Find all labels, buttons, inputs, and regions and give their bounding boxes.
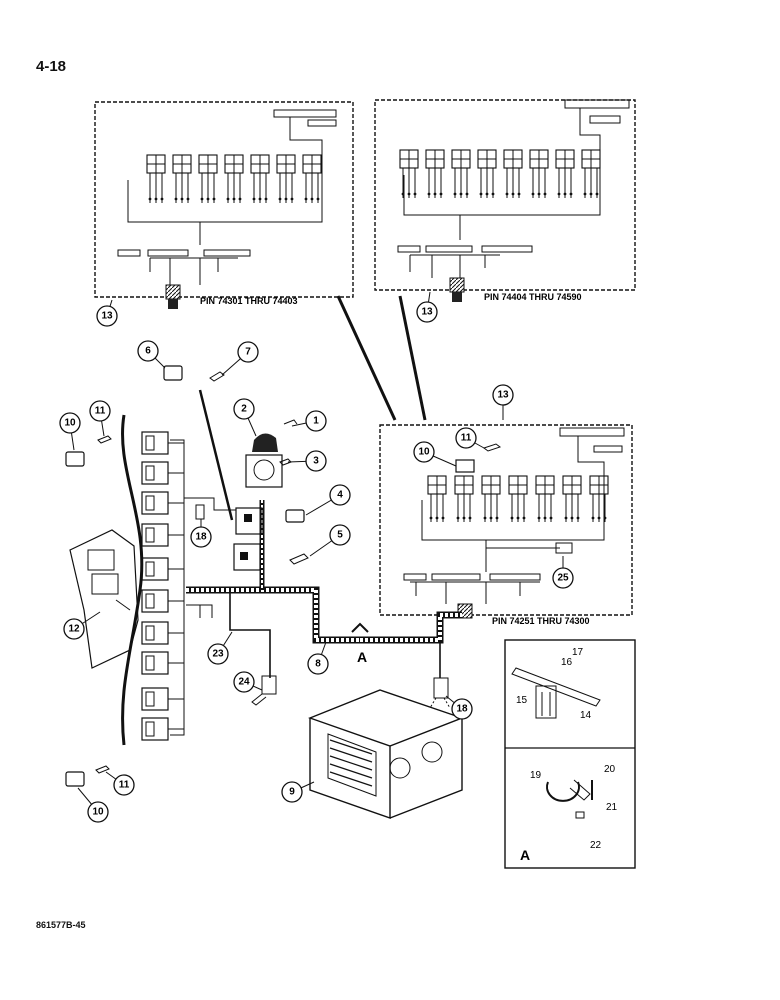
svg-text:10: 10	[92, 807, 104, 818]
svg-text:6: 6	[145, 346, 151, 357]
svg-text:3: 3	[313, 456, 319, 467]
callout-25: 25	[552, 556, 574, 589]
detail-box-letter: A	[520, 847, 530, 863]
callout-18: 18	[445, 695, 473, 720]
svg-text:11: 11	[461, 433, 472, 444]
inset-top-left-pin: PIN 74301 THRU 74403	[200, 296, 298, 306]
callout-10: 10	[59, 412, 81, 451]
callout-13: 13	[492, 384, 514, 420]
inset-right-pin: PIN 74251 THRU 74300	[492, 616, 590, 626]
switch-panel	[69, 414, 185, 746]
page-number: 4-18	[36, 58, 67, 75]
callout-5: 5	[309, 524, 351, 557]
clamp-detail-letter: A	[357, 649, 367, 665]
svg-text:2: 2	[241, 404, 247, 415]
callout-23: 23	[207, 631, 233, 665]
reference-number-14: 14	[580, 710, 592, 721]
callout-11: 11	[89, 400, 111, 437]
svg-text:23: 23	[212, 649, 224, 660]
inset-top-right: PIN 74404 THRU 74590	[374, 99, 636, 302]
svg-text:13: 13	[421, 307, 433, 318]
reference-number-22: 22	[590, 840, 602, 851]
reference-number-21: 21	[606, 802, 618, 813]
reference-number-20: 20	[604, 764, 616, 775]
callout-2: 2	[233, 398, 257, 437]
svg-text:24: 24	[238, 677, 250, 688]
reference-number-16: 16	[561, 657, 573, 668]
callout-8: 8	[307, 641, 329, 675]
callout-4: 4	[305, 484, 351, 516]
svg-text:13: 13	[101, 311, 113, 322]
callout-7: 7	[221, 341, 259, 376]
callout-18: 18	[190, 519, 212, 548]
callout-11: 11	[105, 771, 135, 796]
reference-number-19: 19	[530, 770, 542, 781]
svg-text:18: 18	[456, 704, 468, 715]
callout-6: 6	[137, 340, 166, 369]
document-code: 861577B-45	[36, 920, 86, 930]
heater-unit	[308, 689, 465, 819]
loose-parts	[65, 365, 309, 787]
callout-13: 13	[416, 291, 438, 323]
svg-text:1: 1	[313, 416, 319, 427]
callout-3: 3	[287, 450, 327, 472]
svg-text:12: 12	[68, 624, 80, 635]
svg-text:10: 10	[64, 418, 76, 429]
svg-text:5: 5	[337, 530, 343, 541]
inset-right: PIN 74251 THRU 74300	[379, 424, 633, 626]
svg-text:11: 11	[119, 780, 130, 791]
svg-text:4: 4	[337, 490, 343, 501]
svg-text:11: 11	[95, 406, 106, 417]
main-harness: A	[184, 389, 462, 709]
svg-text:18: 18	[195, 532, 207, 543]
svg-text:13: 13	[497, 390, 509, 401]
callout-13: 13	[96, 299, 118, 327]
callout-10: 10	[413, 441, 457, 467]
reference-number-15: 15	[516, 695, 528, 706]
callout-11: 11	[455, 427, 485, 449]
inset-top-right-pin: PIN 74404 THRU 74590	[484, 292, 582, 302]
svg-text:25: 25	[557, 573, 569, 584]
callout-24: 24	[233, 671, 263, 693]
svg-text:8: 8	[315, 659, 321, 670]
callout-12: 12	[63, 611, 101, 640]
reference-number-17: 17	[572, 647, 584, 658]
svg-text:9: 9	[289, 787, 295, 798]
svg-text:10: 10	[418, 447, 430, 458]
callout-10: 10	[77, 787, 109, 823]
callout-9: 9	[281, 781, 315, 803]
svg-text:7: 7	[245, 347, 251, 358]
inset-top-left: PIN 74301 THRU 74403	[94, 101, 354, 309]
detail-box-a: A	[504, 639, 636, 869]
callout-1: 1	[291, 410, 327, 432]
